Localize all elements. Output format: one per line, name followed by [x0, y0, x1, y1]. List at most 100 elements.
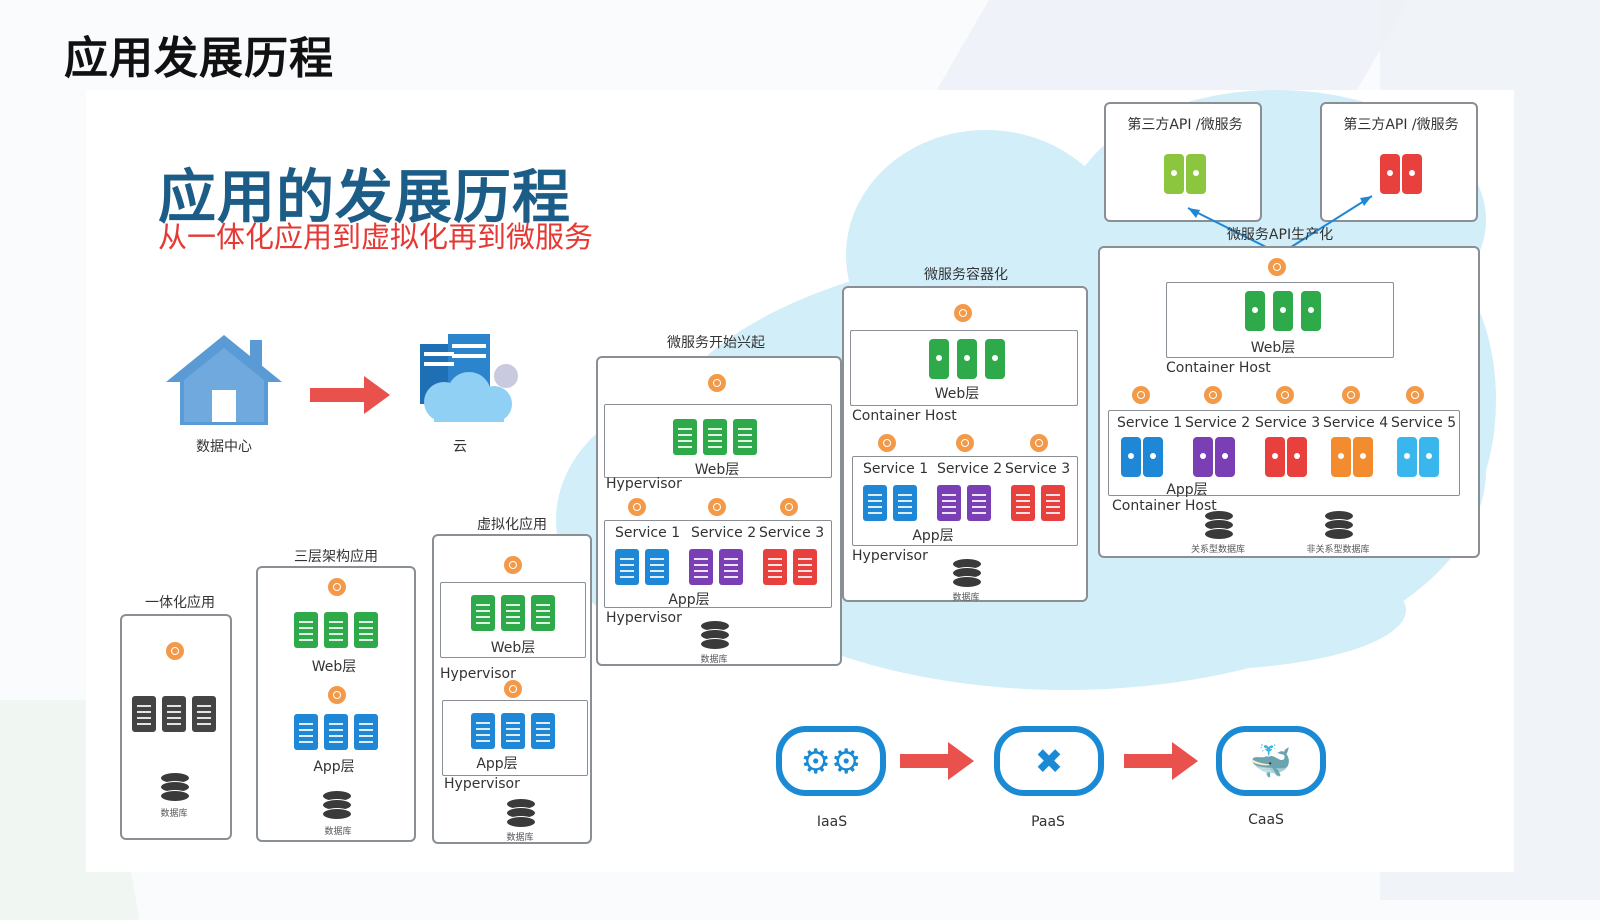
load-balancer-icon [878, 434, 896, 452]
micro-api-box: Web层 Container Host Service 1 Service 2 … [1098, 246, 1480, 558]
stage-title: 一体化应用 [145, 595, 215, 611]
load-balancer-icon [1268, 258, 1286, 276]
container-icon [1353, 437, 1373, 477]
load-balancer-icon [504, 680, 522, 698]
web-tier-box: Web层 [1166, 282, 1394, 358]
stage-title: 微服务容器化 [924, 267, 1008, 283]
database-icon [1204, 510, 1234, 540]
diagram-subtitle: 从一体化应用到虚拟化再到微服务 [158, 220, 594, 254]
load-balancer-icon [1132, 386, 1150, 404]
service-label: Service 2 [691, 525, 757, 541]
iaas-label: IaaS [816, 814, 848, 830]
database-label: 非关系型数据库 [1306, 545, 1370, 555]
container-icon [1265, 437, 1285, 477]
database-icon [952, 558, 982, 588]
container-icon [1287, 437, 1307, 477]
server-icon [531, 595, 555, 631]
diagram-panel: 应用的发展历程 从一体化应用到虚拟化再到微服务 数据中心 云 一体化应用 数据库… [86, 90, 1514, 872]
server-icon [763, 549, 787, 585]
service-label: Service 3 [1005, 461, 1071, 477]
hypervisor-label: Hypervisor [440, 666, 516, 682]
server-icon [893, 485, 917, 521]
paas-cloud: ✖ [994, 726, 1104, 796]
server-icon [863, 485, 887, 521]
server-icon [531, 713, 555, 749]
container-icon [1419, 437, 1439, 477]
third-party-api-label: 第三方API /微服务 [1343, 117, 1459, 133]
container-icon [957, 339, 977, 379]
load-balancer-icon [956, 434, 974, 452]
caas-label: CaaS [1248, 812, 1284, 828]
server-icon [354, 714, 378, 750]
micro-start-box: Web层 Hypervisor Service 1 Service 2 Serv… [596, 356, 842, 666]
app-tier-label: App层 [313, 759, 355, 775]
load-balancer-icon [504, 556, 522, 574]
monolith-box: 数据库 [120, 614, 232, 840]
database-label: 数据库 [952, 593, 980, 603]
third-party-api-box: 第三方API /微服务 [1320, 102, 1478, 222]
server-icon [937, 485, 961, 521]
container-icon [985, 339, 1005, 379]
load-balancer-icon [628, 498, 646, 516]
third-party-api-label: 第三方API /微服务 [1127, 117, 1243, 133]
server-icon [501, 595, 525, 631]
app-tier-label: App层 [668, 592, 710, 608]
service-label: Service 1 [1117, 415, 1183, 431]
service-label: Service 1 [863, 461, 929, 477]
service-label: Service 2 [937, 461, 1003, 477]
server-icon [162, 696, 186, 732]
web-tier-label: Web层 [934, 386, 980, 402]
hypervisor-label: Hypervisor [444, 776, 520, 792]
service-tier-box: Service 1 Service 2 Service 3 Service 4 … [1108, 410, 1460, 498]
container-icon [1402, 154, 1422, 194]
arrow-right-icon [310, 376, 390, 414]
app-tier-label: App层 [1166, 482, 1208, 498]
web-tier-box: Web层 [440, 582, 586, 658]
load-balancer-icon [1342, 386, 1360, 404]
container-icon [1164, 154, 1184, 194]
third-party-api-box: 第三方API /微服务 [1104, 102, 1262, 222]
load-balancer-icon [166, 642, 184, 660]
web-tier-box: Web层 [850, 330, 1078, 406]
tools-icon: ✖ [1034, 742, 1064, 782]
database-label: 数据库 [700, 655, 728, 665]
server-icon [689, 549, 713, 585]
app-tier-label: App层 [476, 756, 518, 772]
database-icon [506, 798, 536, 828]
server-icon [294, 714, 318, 750]
service-label: Service 3 [1255, 415, 1321, 431]
container-host-label: Container Host [1112, 498, 1217, 514]
server-icon [719, 549, 743, 585]
database-label: 数据库 [324, 827, 352, 837]
virtualized-box: Web层 Hypervisor App层 Hypervisor 数据库 [432, 534, 592, 844]
stage-title: 微服务API生产化 [1226, 227, 1334, 243]
container-icon [1193, 437, 1213, 477]
load-balancer-icon [328, 578, 346, 596]
container-icon [1331, 437, 1351, 477]
paas-label: PaaS [1031, 814, 1065, 830]
page-title: 应用发展历程 [64, 33, 334, 84]
server-icon [324, 612, 348, 648]
three-tier-box: Web层 App层 数据库 [256, 566, 416, 842]
load-balancer-icon [708, 498, 726, 516]
stage-title: 三层架构应用 [294, 549, 378, 565]
container-icon [1273, 291, 1293, 331]
container-icon [1143, 437, 1163, 477]
server-icon [1041, 485, 1065, 521]
container-icon [929, 339, 949, 379]
container-icon [1245, 291, 1265, 331]
micro-container-box: Web层 Container Host Service 1 Service 2 … [842, 286, 1088, 603]
server-icon [615, 549, 639, 585]
container-host-label: Container Host [852, 408, 957, 424]
service-label: Service 3 [759, 525, 825, 541]
house-icon [166, 335, 282, 425]
server-icon [793, 549, 817, 585]
web-tier-label: Web层 [311, 659, 357, 675]
docker-whale-icon: 🐳 [1249, 742, 1293, 782]
app-tier-label: App层 [912, 528, 954, 544]
database-icon [322, 790, 352, 820]
server-icon [132, 696, 156, 732]
container-icon [1397, 437, 1417, 477]
server-icon [733, 419, 757, 455]
load-balancer-icon [1406, 386, 1424, 404]
